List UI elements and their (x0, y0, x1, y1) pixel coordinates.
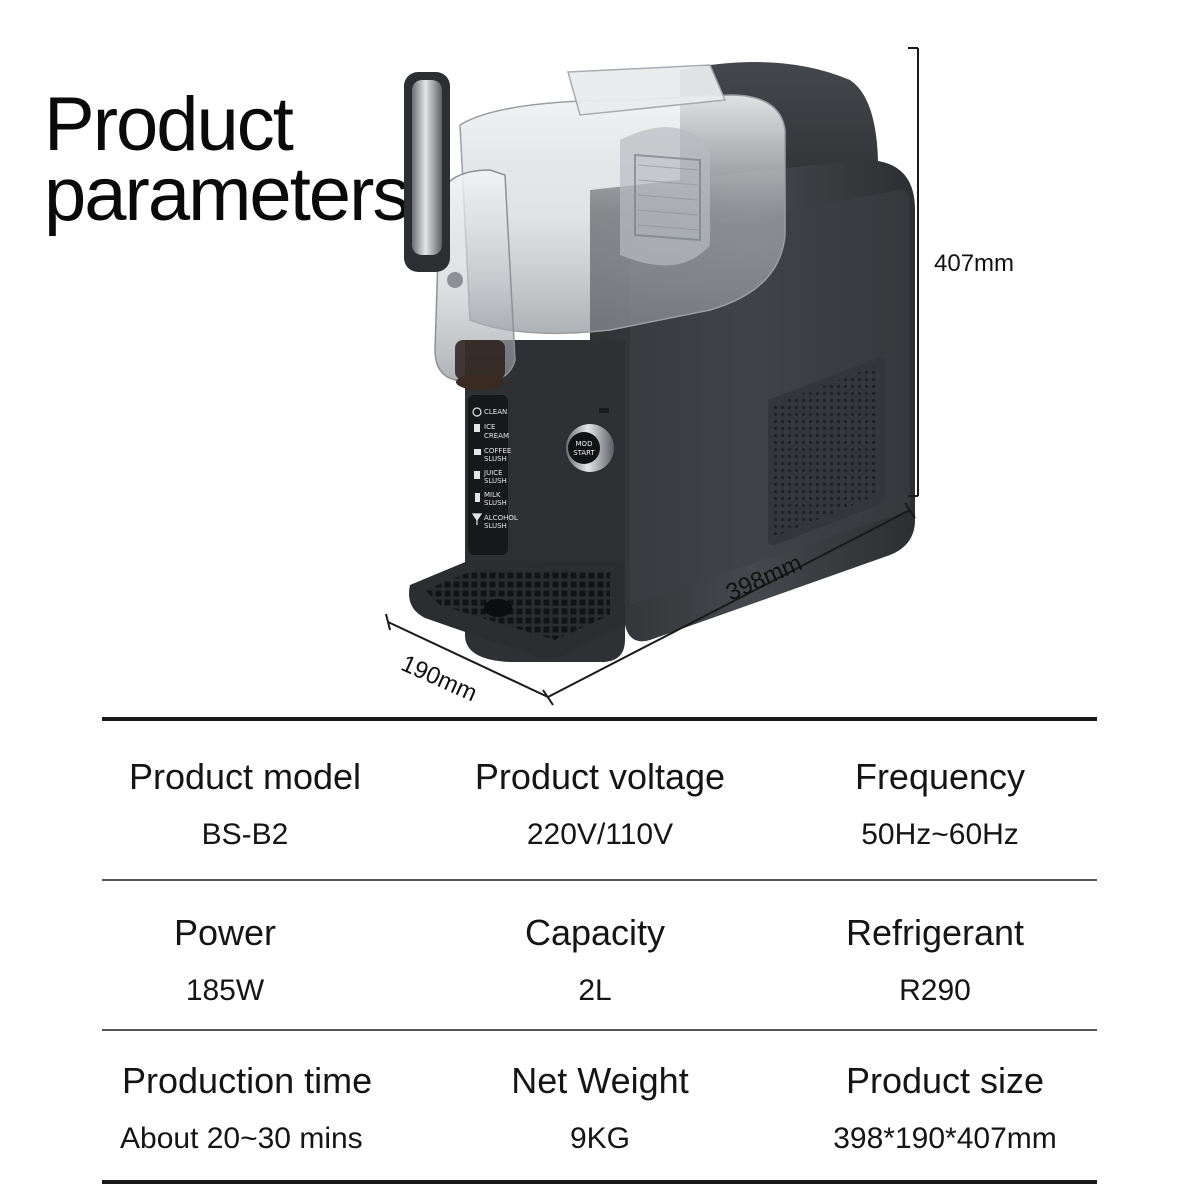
spec-label: Net Weight (511, 1060, 689, 1101)
coffee-icon (474, 449, 481, 455)
svg-text:START: START (573, 449, 595, 457)
svg-text:MOD: MOD (576, 440, 593, 448)
product-image: CLEAN ICE CREAM COFFEE SLUSH JUICE SLUSH… (404, 62, 915, 662)
svg-text:CREAM: CREAM (484, 432, 509, 440)
spec-product-voltage: Product voltage 220V/110V (450, 756, 750, 852)
spec-value: About 20~30 mins (120, 1122, 363, 1155)
spec-product-size: Product size 398*190*407mm (800, 1060, 1090, 1156)
svg-text:ICE: ICE (484, 423, 495, 431)
spec-value: 185W (185, 974, 265, 1007)
spec-value: 220V/110V (526, 818, 674, 851)
spec-capacity: Capacity 2L (450, 912, 740, 1008)
spec-power: Power 185W (100, 912, 350, 1008)
spec-label: Frequency (854, 756, 1026, 797)
spec-value: 398*190*407mm (833, 1122, 1057, 1155)
spec-value: 9KG (569, 1122, 631, 1155)
spec-label: Capacity (524, 912, 666, 953)
ice-cream-icon (474, 424, 480, 432)
svg-text:SLUSH: SLUSH (484, 477, 507, 485)
spec-label: Product size (845, 1060, 1045, 1101)
spec-label: Product model (128, 756, 362, 797)
spec-label: Production time (122, 1060, 373, 1101)
table-top-rule (102, 717, 1097, 721)
spec-net-weight: Net Weight 9KG (455, 1060, 745, 1156)
spec-value: 2L (578, 974, 612, 1007)
svg-text:ALCOHOL: ALCOHOL (484, 514, 518, 522)
milk-icon (475, 493, 480, 502)
spec-product-model: Product model BS-B2 (100, 756, 390, 852)
clean-icon (472, 407, 482, 417)
svg-text:JUICE: JUICE (483, 469, 503, 477)
svg-text:SLUSH: SLUSH (484, 499, 507, 507)
juice-icon (474, 471, 480, 479)
spec-label: Product voltage (474, 756, 726, 797)
spec-label: Power (173, 912, 277, 953)
spec-value: 50Hz~60Hz (861, 818, 1019, 851)
spec-label: Refrigerant (845, 912, 1025, 953)
svg-text:COFFEE: COFFEE (484, 447, 511, 455)
title-line-1: Product (44, 82, 294, 167)
page-title: Product parameters (44, 82, 410, 237)
dimension-height: 407mm (934, 250, 1015, 277)
table-divider-1 (102, 879, 1097, 881)
mod-start-knob[interactable]: MOD START (566, 424, 614, 472)
svg-text:SLUSH: SLUSH (484, 455, 507, 463)
table-divider-2 (102, 1029, 1097, 1031)
svg-text:SLUSH: SLUSH (484, 522, 507, 530)
spec-refrigerant: Refrigerant R290 (800, 912, 1070, 1008)
dimension-lines (385, 47, 919, 706)
svg-text:MILK: MILK (484, 491, 501, 499)
svg-text:CLEAN: CLEAN (484, 408, 507, 416)
spec-frequency: Frequency 50Hz~60Hz (800, 756, 1080, 852)
alcohol-icon (471, 513, 483, 525)
title-line-2: parameters (44, 152, 410, 237)
spec-value: R290 (899, 974, 971, 1007)
spec-value: BS-B2 (201, 818, 289, 851)
table-bottom-rule (102, 1180, 1097, 1184)
spec-production-time: Production time About 20~30 mins (100, 1060, 420, 1156)
